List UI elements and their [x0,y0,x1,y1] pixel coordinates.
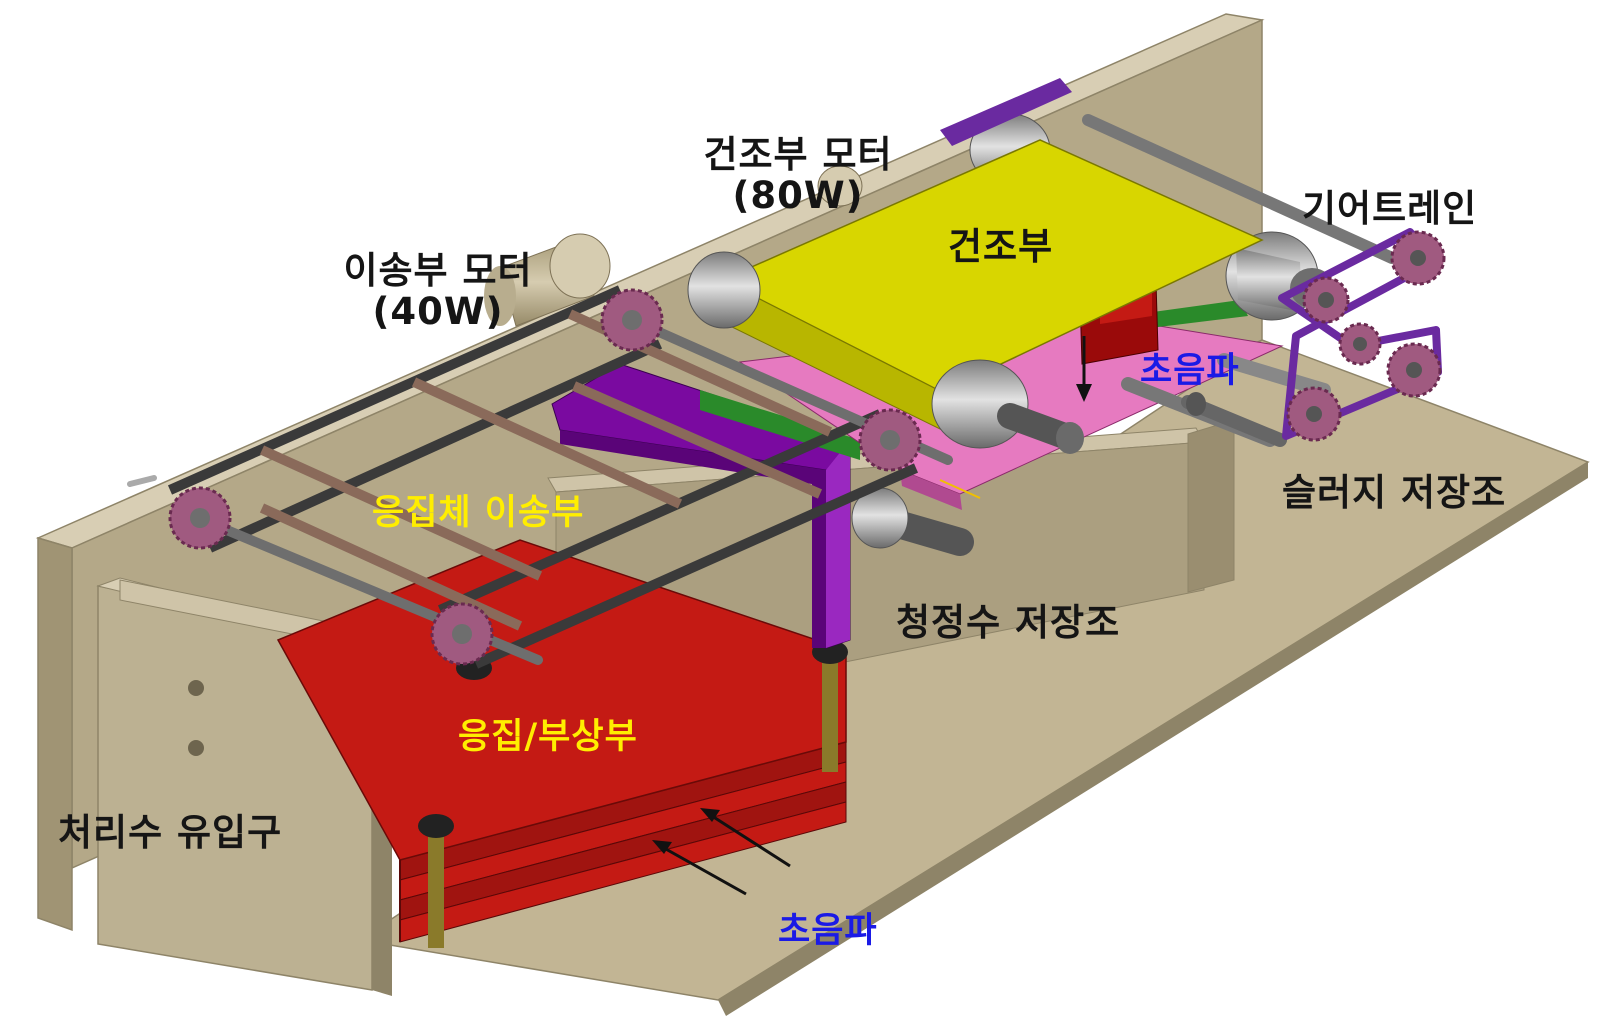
label-dryer-motor: 건조부 모터 (80W) [680,136,916,214]
coagulation-plates [276,539,848,948]
label-dryer-motor-name: 건조부 모터 [703,133,893,176]
label-transfer-motor: 이송부 모터 (40W) [312,252,564,330]
label-ultrasonic-top: 초음파 [1140,351,1240,391]
label-transfer-motor-name: 이송부 모터 [343,249,533,292]
label-clean-water-tank: 청정수 저장조 [896,601,1121,644]
label-ultrasonic-bottom: 초음파 [778,911,878,951]
dryer-motor [817,165,863,207]
label-dryer-motor-power: (80W) [732,174,864,217]
label-floc-transfer: 응집체 이송부 [372,493,585,533]
dryer-belt [687,113,1334,454]
shafts [127,114,1398,556]
gear-train [940,78,1446,442]
label-dryer: 건조부 [948,225,1054,268]
arrow-ultrasonic-top [1076,336,1092,402]
arrow-ultrasonic-bottom [652,808,791,896]
label-gear-train: 기어트레인 [1302,187,1478,230]
label-coag-flotation: 응집/부상부 [458,717,638,757]
label-sludge-tank: 슬러지 저장조 [1282,471,1507,514]
label-treated-water-inlet: 처리수 유입구 [58,811,283,854]
chain-conveyor [167,285,953,669]
transfer-motor [484,233,611,327]
label-transfer-motor-power: (40W) [372,290,504,333]
